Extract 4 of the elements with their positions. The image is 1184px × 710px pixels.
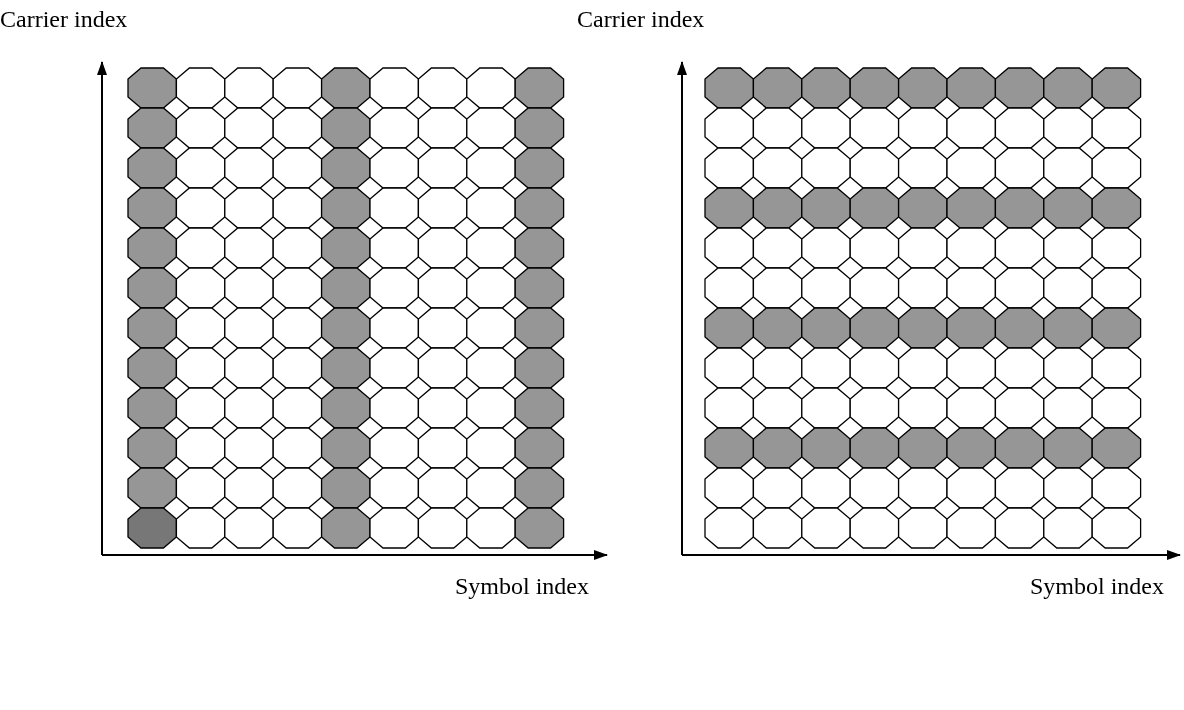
axis-title: Carrier index	[577, 5, 705, 33]
axis-title: Symbol index	[1030, 572, 1164, 600]
axis-title: Carrier index	[0, 5, 128, 33]
axis-title: Symbol index	[455, 572, 589, 600]
